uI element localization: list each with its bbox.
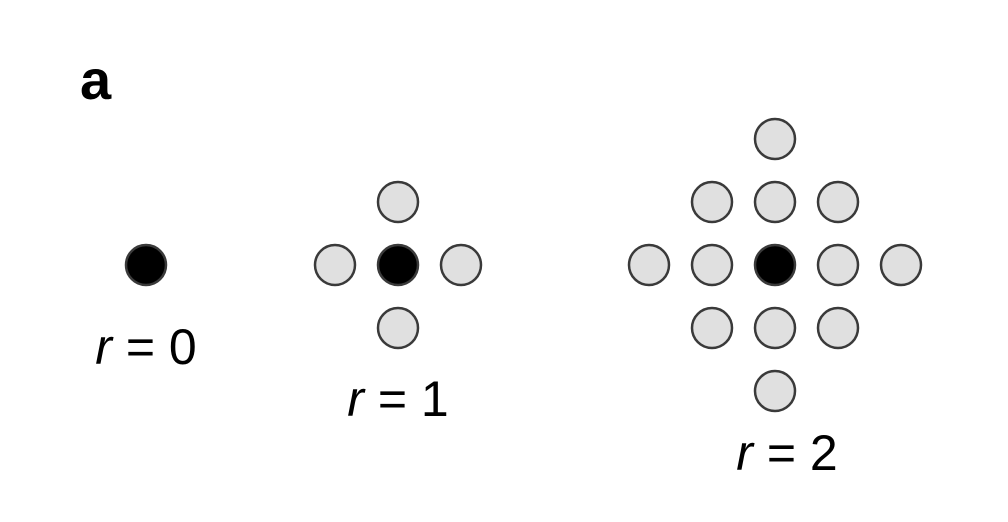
caption-variable: r — [95, 319, 112, 375]
caption-r0: r = 0 — [95, 322, 196, 372]
neighbor-dot — [690, 243, 734, 287]
neighbor-dot — [816, 180, 860, 224]
neighborhood-r2 — [627, 117, 923, 413]
neighbor-dot — [439, 243, 483, 287]
neighbor-dot — [753, 369, 797, 413]
caption-variable: r — [736, 425, 753, 481]
neighborhood-r1 — [313, 180, 483, 350]
neighbor-dot — [376, 306, 420, 350]
neighbor-dot — [879, 243, 923, 287]
center-dot — [124, 243, 168, 287]
caption-variable: r — [347, 371, 364, 427]
caption-r2: r = 2 — [736, 428, 837, 478]
center-dot — [753, 243, 797, 287]
neighbor-dot — [627, 243, 671, 287]
neighbor-dot — [690, 180, 734, 224]
neighbor-dot — [690, 306, 734, 350]
center-dot — [376, 243, 420, 287]
neighbor-dot — [753, 180, 797, 224]
caption-r1: r = 1 — [347, 374, 448, 424]
caption-value: = 0 — [111, 319, 197, 375]
panel-label: a — [80, 48, 112, 111]
neighborhood-r0 — [124, 243, 168, 287]
neighbor-dot — [313, 243, 357, 287]
caption-value: = 2 — [752, 425, 838, 481]
neighbor-dot — [376, 180, 420, 224]
neighbor-dot — [753, 306, 797, 350]
neighbor-dot — [816, 243, 860, 287]
caption-value: = 1 — [363, 371, 449, 427]
neighbor-dot — [753, 117, 797, 161]
neighbor-dot — [816, 306, 860, 350]
